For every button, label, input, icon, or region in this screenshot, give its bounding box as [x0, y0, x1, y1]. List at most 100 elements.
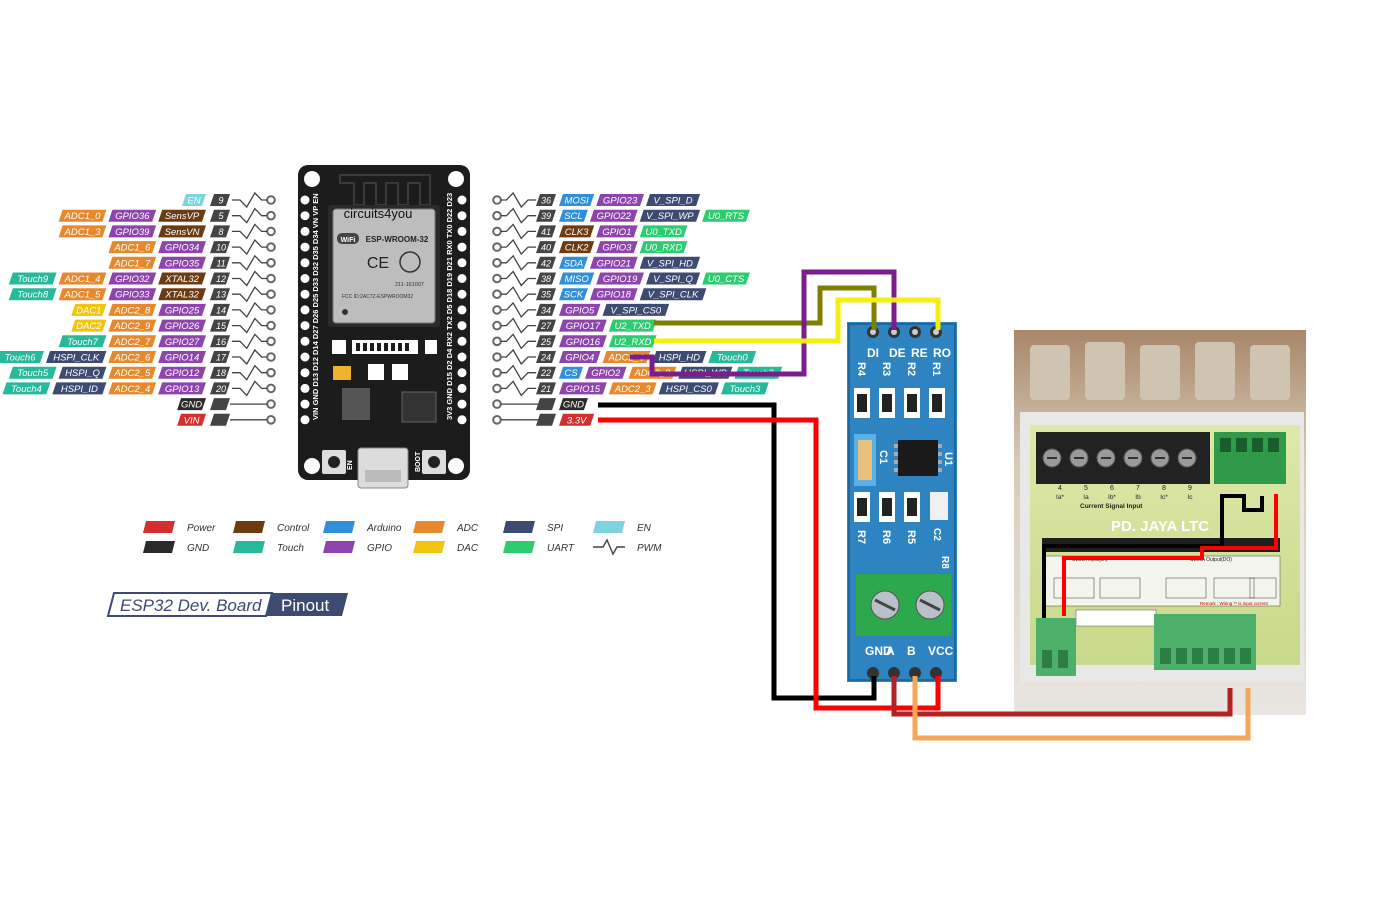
meter-switch-output: Switch Output(DO)	[1190, 557, 1232, 563]
pin-tag-bg	[596, 241, 638, 254]
pin-number: 18	[216, 368, 226, 378]
pin-tag: V_SPI_D	[654, 196, 693, 207]
pin-number: 16	[216, 337, 226, 347]
pin-tag-bg	[108, 366, 157, 379]
brand-label: circuits4you	[344, 206, 413, 221]
meter-brand: PD. JAYA LTC	[1111, 518, 1209, 535]
wire-meter-red	[1062, 494, 1278, 616]
pin-dot	[492, 305, 502, 315]
legend-item: SPI	[503, 521, 563, 534]
pin-tag-bg	[58, 225, 107, 238]
pin-dot	[266, 383, 276, 394]
pin-tag-bg	[559, 351, 601, 363]
pin-tag-bg	[646, 272, 701, 285]
pin-tag: Touch6	[5, 353, 37, 364]
pwm-symbol	[231, 270, 267, 287]
pin-tag-bg	[596, 272, 644, 285]
legend-label: UART	[547, 543, 575, 554]
pin-number: 38	[541, 274, 551, 284]
left-header-silk: VIN GND D13 D12 D14 D27 D26 D25 D33 D32 …	[311, 193, 320, 420]
pin-tag: GND	[563, 400, 584, 411]
pin-tag-bg	[589, 209, 638, 222]
pin-dot	[266, 352, 276, 362]
pin-tag: Touch3	[729, 384, 761, 395]
pin-tag-bg	[639, 256, 701, 269]
legend-label: PWM	[637, 543, 662, 554]
pin-tag-bg	[589, 288, 638, 301]
pin-tag: ADC1_6	[113, 243, 151, 254]
banner-pinout: Pinout	[281, 596, 329, 615]
pin-dot	[266, 367, 276, 378]
pin-dot	[492, 242, 502, 252]
pin-tag: ADC2_3	[614, 384, 652, 395]
pin-tag: Touch0	[717, 353, 749, 364]
pin-tag-bg	[658, 382, 719, 395]
pwm-symbol	[231, 239, 267, 256]
pin-tag-bg	[646, 194, 701, 206]
legend-swatch	[503, 541, 535, 553]
legend-item: EN	[593, 521, 652, 534]
pin-tag: GPIO33	[115, 290, 150, 301]
pwm-symbol	[231, 301, 267, 318]
rs-resistor-label: R2	[905, 362, 917, 376]
pin-tag: ADC2_4	[113, 384, 150, 395]
wire-gpio4-to-de-re	[630, 269, 897, 377]
pin-number: 12	[216, 274, 226, 284]
legend-swatch	[503, 521, 535, 533]
pin-tag: GPIO2	[591, 368, 621, 379]
pin-tag-bg	[108, 382, 157, 395]
pin-tag: Touch9	[17, 274, 49, 285]
pin-tag-bg	[58, 209, 107, 222]
wire-3v3	[598, 417, 941, 711]
legend-item: GPIO	[323, 541, 392, 554]
wire-gnd	[598, 402, 877, 701]
pin-tag: ADC2_9	[113, 321, 151, 332]
wire-a-to-meter	[912, 676, 1251, 741]
pin-tag-bg	[608, 382, 657, 395]
legend-label: GND	[187, 543, 209, 554]
pin-tag: XTAL32	[164, 274, 199, 285]
pin-tag-bg	[58, 272, 107, 285]
pin-tag: GPIO19	[603, 274, 638, 285]
legend-label: Control	[277, 523, 310, 534]
pwm-symbol	[501, 191, 537, 209]
pin-tag-bg	[2, 382, 51, 395]
pin-tag-bg	[559, 241, 595, 254]
pin-number: 27	[540, 321, 552, 331]
pin-number: 24	[540, 353, 551, 363]
rs-bottom-pin-label: A	[886, 644, 895, 658]
legend-label: Power	[187, 523, 216, 534]
pin-tag: MISO	[564, 274, 589, 285]
pin-tag: GPIO18	[597, 290, 632, 301]
pin-tag: SensVP	[165, 211, 200, 222]
pin-tag: GPIO21	[597, 258, 631, 269]
pin-tag-bg	[71, 319, 107, 332]
pin-tag-bg	[559, 398, 588, 411]
rs-bottom-pin-label: VCC	[928, 644, 954, 658]
pin-tag-bg	[58, 335, 107, 348]
title-banner: ESP32 Dev. Board Pinout	[106, 592, 348, 617]
pin-number: 41	[541, 227, 551, 237]
pin-tag: GND	[181, 400, 202, 411]
pin-dot	[266, 320, 276, 331]
pin-tag-bg	[108, 288, 157, 301]
legend-item: ADC	[413, 521, 479, 534]
pin-tag: V_SPI_HD	[647, 258, 693, 269]
legend-swatch	[323, 521, 355, 533]
pin-tag: EN	[187, 196, 200, 207]
meter-terminal-number: 4	[1058, 485, 1062, 492]
left-pin-row: VIN	[177, 413, 276, 426]
pin-tag: ADC1_5	[64, 290, 102, 301]
pin-tag-bg	[177, 398, 206, 411]
rs-top-pin-label: RO	[933, 346, 951, 360]
pin-tag: SCK	[564, 290, 584, 301]
pin-dot	[266, 258, 276, 268]
